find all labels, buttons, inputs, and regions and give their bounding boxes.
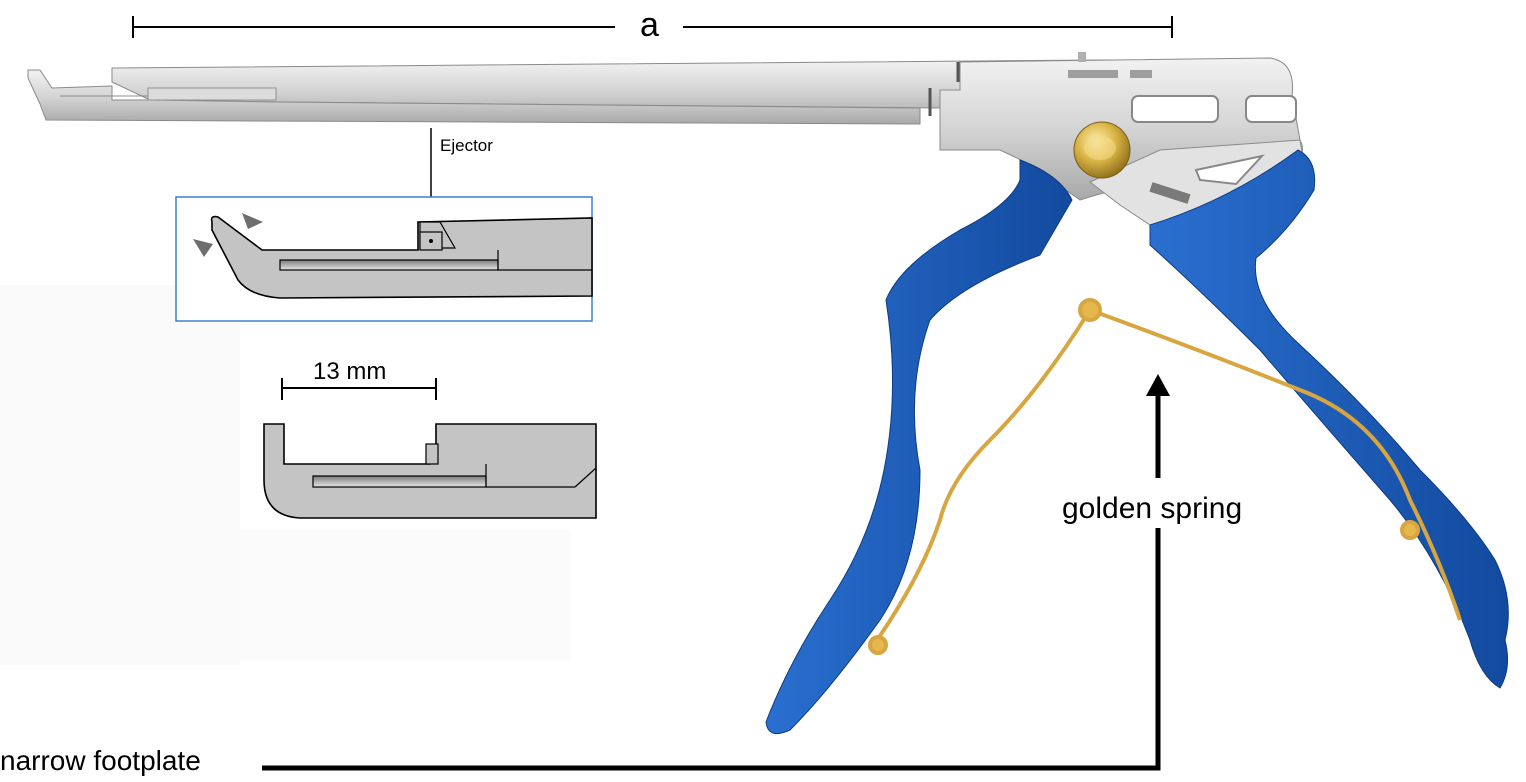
width-dimension-line	[281, 378, 437, 400]
golden-spring-arrow	[1146, 374, 1170, 478]
background-patch	[0, 285, 240, 665]
front-handle	[765, 159, 1073, 735]
spring	[868, 298, 1462, 655]
golden-spring-label: golden spring	[1062, 492, 1243, 525]
dimension-a-label: a	[640, 6, 659, 44]
rear-handle	[1149, 149, 1509, 689]
background-patch	[240, 530, 570, 660]
tip-detail-inset	[175, 196, 593, 322]
pivot-screw	[1073, 121, 1131, 179]
ejector-label: Ejector	[440, 136, 493, 155]
narrow-footplate-leader	[262, 528, 1161, 771]
dimension-a-line	[132, 16, 1173, 38]
narrow-footplate-label: narrow footplate	[0, 745, 201, 776]
footplate-width-label: 13 mm	[313, 358, 387, 385]
footplate-detail	[263, 423, 597, 519]
